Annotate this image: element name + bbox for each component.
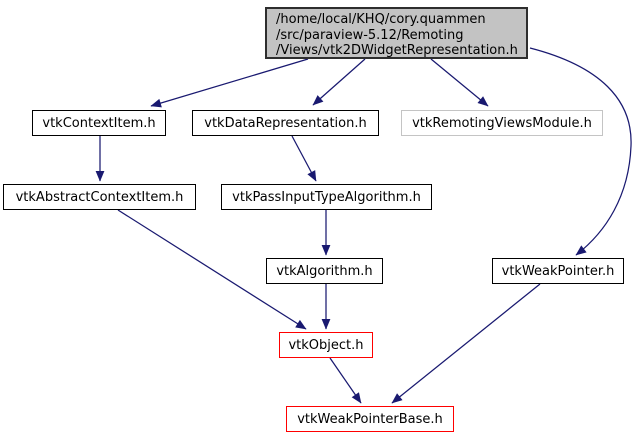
node-vtkalgorithm[interactable]: vtkAlgorithm.h <box>266 258 383 284</box>
node-vtkpassinputtypealgorithm[interactable]: vtkPassInputTypeAlgorithm.h <box>221 184 432 210</box>
node-vtkdatarepresentation[interactable]: vtkDataRepresentation.h <box>192 110 379 136</box>
edge-vtkweakpointer-to-vtkweakpointerbase <box>391 283 541 404</box>
edge-root-to-vtkremotingviewsmodule <box>430 58 489 107</box>
node-vtkobject[interactable]: vtkObject.h <box>279 332 373 358</box>
node-label: vtkPassInputTypeAlgorithm.h <box>232 189 421 205</box>
node-vtkabstractcontextitem[interactable]: vtkAbstractContextItem.h <box>3 184 196 210</box>
node-vtkweakpointer[interactable]: vtkWeakPointer.h <box>492 258 624 284</box>
edge-root-to-vtkcontextitem <box>150 58 309 108</box>
edge-root-to-vtkweakpointer <box>529 47 632 256</box>
node-label: vtkAbstractContextItem.h <box>15 189 184 205</box>
node-vtkcontextitem[interactable]: vtkContextItem.h <box>32 110 166 136</box>
node-label: vtkRemotingViewsModule.h <box>412 115 592 131</box>
edge-vtkobject-to-vtkweakpointerbase <box>329 357 362 404</box>
root-file-line-1: /home/local/KHQ/cory.quammen <box>276 12 486 27</box>
root-file-line-3: /Views/vtk2DWidgetRepresentation.h <box>276 43 518 58</box>
node-label: vtkWeakPointerBase.h <box>297 411 443 427</box>
edge-root-to-vtkdatarepresentation <box>312 58 366 106</box>
node-vtkweakpointerbase[interactable]: vtkWeakPointerBase.h <box>286 406 454 432</box>
root-file-line-2: /src/paraview-5.12/Remoting <box>276 27 464 43</box>
edge-vtkabstractcontextitem-to-vtkobject <box>117 209 307 330</box>
node-root-file[interactable]: /home/local/KHQ/cory.quammen /src/paravi… <box>265 7 528 59</box>
node-label: vtkWeakPointer.h <box>501 263 615 279</box>
node-label: vtkContextItem.h <box>42 115 156 131</box>
node-label: vtkObject.h <box>288 337 364 353</box>
node-label: vtkDataRepresentation.h <box>204 115 367 131</box>
node-label: vtkAlgorithm.h <box>276 263 373 279</box>
edge-vtkdatarepresentation-to-vtkpassinputtypealgorithm <box>291 135 317 182</box>
node-vtkremotingviewsmodule[interactable]: vtkRemotingViewsModule.h <box>401 110 603 136</box>
